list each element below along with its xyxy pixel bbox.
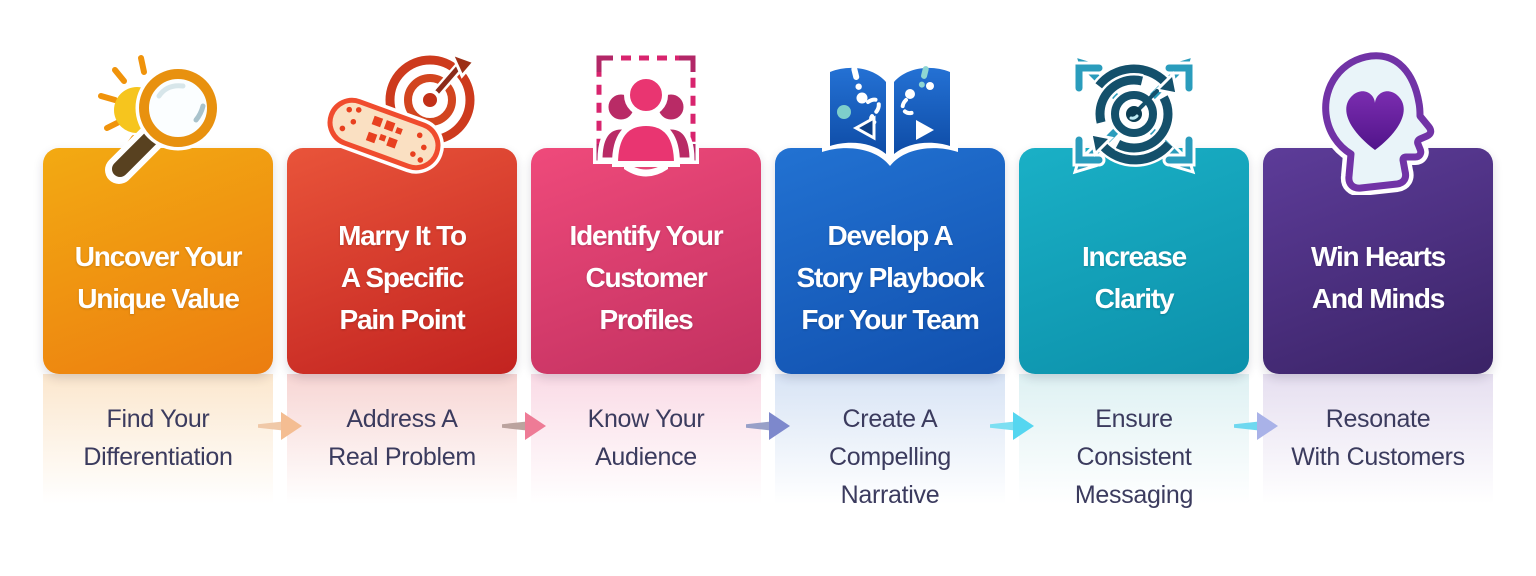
step-column-6: Win Hearts And Minds Resonate With Custo… xyxy=(1234,0,1493,576)
step-title-5: Increase Clarity xyxy=(1081,241,1187,314)
customer-profiles-icon xyxy=(571,50,721,195)
step-reflection-2: Address A Real Problem xyxy=(287,374,517,522)
step-column-2: Marry It To A Specific Pain Point Addres… xyxy=(258,0,517,576)
flow-arrow-icon-3 xyxy=(745,409,791,443)
step-title-6: Win Hearts And Minds xyxy=(1310,241,1446,314)
step-title-2: Marry It To A Specific Pain Point xyxy=(338,220,467,335)
flow-arrow-icon-5 xyxy=(1233,409,1279,443)
step-column-4: Develop A Story Playbook For Your Team C… xyxy=(746,0,1005,576)
step-reflection-3: Know Your Audience xyxy=(531,374,761,522)
step-reflection-4: Create A Compelling Narrative xyxy=(775,374,1005,522)
step-title-3: Identify Your Customer Profiles xyxy=(569,220,724,335)
clarity-target-icon xyxy=(1059,50,1209,195)
magnifying-glass-sparkle-icon xyxy=(83,50,233,195)
step-card-4: Develop A Story Playbook For Your Team xyxy=(775,148,1005,374)
step-column-1: Uncover Your Unique Value Find Your Diff… xyxy=(43,0,273,576)
step-card-1: Uncover Your Unique Value xyxy=(43,148,273,374)
step-column-3: Identify Your Customer Profiles Know You… xyxy=(502,0,761,576)
step-subtitle-6: Resonate With Customers xyxy=(1291,405,1465,471)
flow-arrow-icon-1 xyxy=(257,409,303,443)
step-title-4: Develop A Story Playbook For Your Team xyxy=(796,220,984,335)
step-subtitle-2: Address A Real Problem xyxy=(328,405,476,471)
step-title-1: Uncover Your Unique Value xyxy=(74,241,243,314)
flow-arrow-icon-2 xyxy=(501,409,547,443)
step-subtitle-3: Know Your Audience xyxy=(587,405,705,471)
step-subtitle-1: Find Your Differentiation xyxy=(83,405,233,471)
step-column-5: Increase Clarity Ensure Consistent Messa… xyxy=(990,0,1249,576)
heart-mind-icon xyxy=(1303,47,1453,200)
bandage-target-icon xyxy=(322,50,482,195)
step-reflection-1: Find Your Differentiation xyxy=(43,374,273,522)
step-reflection-6: Resonate With Customers xyxy=(1263,374,1493,522)
story-playbook-icon xyxy=(810,50,970,195)
step-card-5: Increase Clarity xyxy=(1019,148,1249,374)
step-subtitle-5: Ensure Consistent Messaging xyxy=(1074,405,1194,509)
step-subtitle-4: Create A Compelling Narrative xyxy=(828,405,952,509)
step-reflection-5: Ensure Consistent Messaging xyxy=(1019,374,1249,522)
step-card-2: Marry It To A Specific Pain Point xyxy=(287,148,517,374)
flow-arrow-icon-4 xyxy=(989,409,1035,443)
step-card-3: Identify Your Customer Profiles xyxy=(531,148,761,374)
